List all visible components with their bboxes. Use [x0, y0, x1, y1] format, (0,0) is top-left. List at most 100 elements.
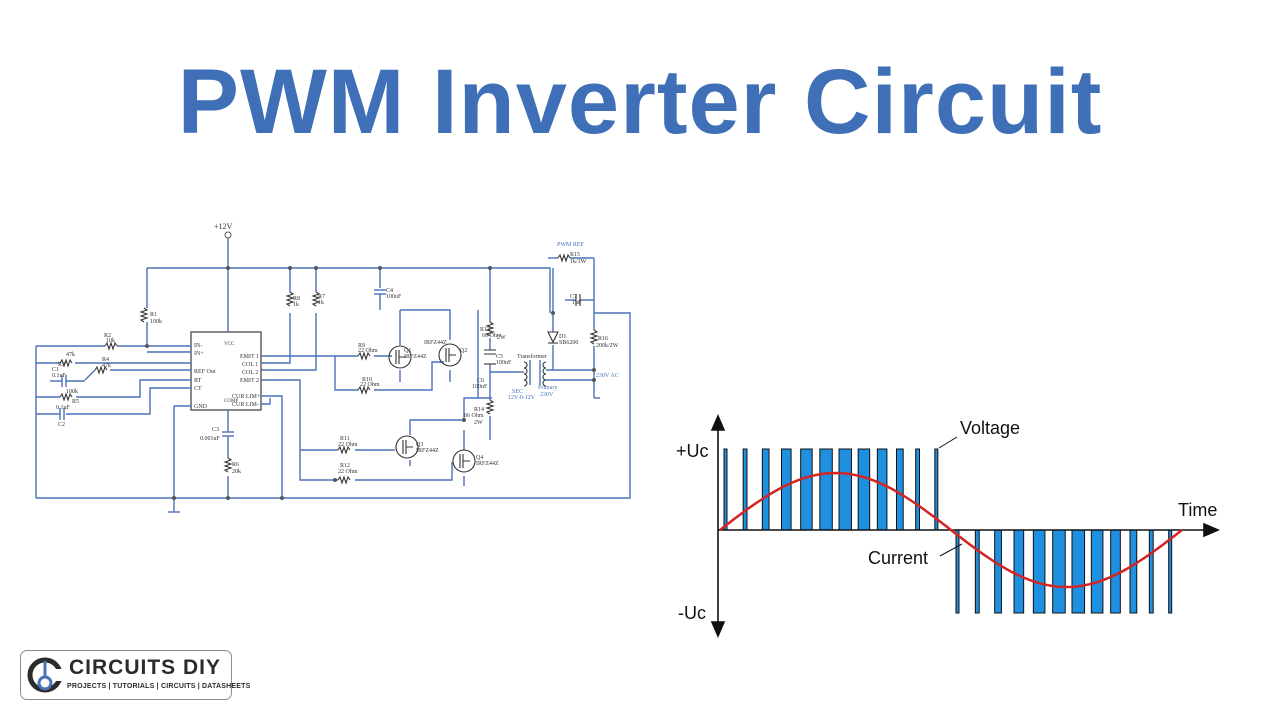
r5-label: R5	[72, 399, 79, 405]
current-sine-curve	[719, 471, 1183, 589]
c6-value: 100nF	[472, 384, 488, 390]
voltage-label: Voltage	[960, 418, 1020, 438]
c6-label: C6	[477, 378, 484, 384]
ic-pin-emit1: EMIT 1	[240, 354, 259, 360]
minus-uc-label: -Uc	[678, 603, 706, 623]
positive-pulse	[896, 448, 904, 531]
r4-label: R4	[102, 357, 109, 363]
c4-value: 100uF	[386, 294, 402, 300]
r13-value: 66 Ohm	[482, 333, 502, 339]
ic-pin-rt: RT	[194, 378, 202, 384]
ic-pin-col2: COL 2	[242, 370, 258, 376]
negative-pulse	[1110, 529, 1121, 614]
r6-label: R6	[232, 462, 239, 468]
c4-label: C4	[386, 288, 393, 294]
plus-uc-label: +Uc	[676, 441, 709, 461]
r3-label: R3	[58, 362, 65, 368]
negative-pulse	[994, 529, 1002, 614]
r2-label: R2	[104, 333, 111, 339]
negative-pulse	[1148, 529, 1154, 614]
ic-pin-in-minus: IN-	[194, 343, 202, 349]
r16-label: R16	[598, 336, 608, 342]
r13-label: R13	[480, 327, 490, 333]
ic-pin-col1: COL 1	[242, 362, 258, 368]
c3-label: C3	[212, 427, 219, 433]
circuit-logo-icon	[27, 657, 64, 693]
pwm-ref-label: PWM REF	[557, 242, 585, 248]
r4-value: 47k	[102, 363, 111, 369]
q4-label: Q4	[476, 455, 483, 461]
current-label: Current	[868, 548, 928, 568]
r11-value: 22 Ohm	[338, 442, 358, 448]
positive-pulse	[838, 448, 852, 531]
page-title: PWM Inverter Circuit	[177, 51, 1103, 153]
r9-value: 22 Ohm	[358, 348, 378, 354]
primary-value: 230V	[540, 392, 554, 398]
positive-pulse	[742, 448, 748, 531]
ic-pin-in-plus: IN+	[194, 351, 204, 357]
negative-pulse	[955, 529, 960, 614]
q2-label: Q2	[460, 348, 467, 354]
positive-pulse	[781, 448, 792, 531]
supply-label: +12V	[214, 222, 233, 231]
ic-pin-ref-out: REF Out	[194, 369, 216, 375]
c5-value: 100nF	[496, 360, 512, 366]
y-axis-arrow-down-icon	[710, 621, 726, 639]
logo-brand-text: CIRCUITS DIY	[69, 656, 222, 679]
positive-pulse	[800, 448, 813, 531]
ic-pin-emit2: EMIT 2	[240, 378, 259, 384]
r3-value: 47k	[66, 352, 75, 358]
ic-pin-comp: COMP	[224, 399, 238, 404]
negative-pulse	[974, 529, 980, 614]
r15-label: R15	[570, 252, 580, 258]
negative-pulse	[1052, 529, 1066, 614]
time-label: Time	[1178, 500, 1217, 520]
r12-value: 22 Ohm	[338, 469, 358, 475]
d1-value: SB6200	[559, 340, 578, 346]
logo-tagline: PROJECTS | TUTORIALS | CIRCUITS | DATASH…	[67, 683, 251, 690]
circuits-diy-logo[interactable]: CIRCUITS DIY PROJECTS | TUTORIALS | CIRC…	[20, 650, 250, 700]
r7-value: 1k	[318, 300, 324, 306]
ic-pin-cur-lim-plus: CUR LIM+	[232, 394, 261, 400]
c7-label: C7	[570, 294, 577, 300]
positive-pulse	[876, 448, 888, 531]
current-leader-line	[939, 543, 963, 557]
secondary-value: 12V-0-12V	[508, 395, 536, 401]
negative-pulse	[1168, 529, 1173, 614]
output-label: 230V AC	[596, 373, 619, 379]
positive-pulse	[819, 448, 833, 531]
ic-pin-vcc: VCC	[224, 342, 235, 347]
d1-label: D1	[559, 334, 566, 340]
q1-value: IRFZ44Z	[404, 354, 427, 360]
q3-label: Q3	[416, 442, 423, 448]
y-axis-arrow-up-icon	[710, 413, 726, 431]
r5-value: 100k	[66, 389, 78, 395]
positive-pulse	[857, 448, 871, 531]
c1-value: 0.1uF	[52, 373, 67, 379]
ic-pin-gnd: GND	[194, 404, 208, 410]
r2-value: 10k	[106, 338, 115, 344]
r1-label: R1	[150, 312, 157, 318]
voltage-pulses	[723, 448, 1173, 614]
r8-value: 1k	[293, 302, 299, 308]
negative-pulse	[1129, 529, 1138, 614]
c1-label: C1	[52, 367, 59, 373]
ic-pin-ct: CT	[194, 386, 202, 392]
positive-pulse	[761, 448, 770, 531]
r14-value: 66 Ohm	[464, 413, 484, 419]
r11-label: R11	[340, 436, 350, 442]
transformer-label: Transformer	[517, 353, 547, 360]
r14-power: 2W	[474, 420, 483, 426]
q2-value: IRFZ44Z	[424, 340, 447, 346]
negative-pulse	[1090, 529, 1104, 614]
r10-label: R10	[362, 377, 372, 383]
q3-value: IRFZ44Z	[416, 448, 439, 454]
r9-label: R9	[358, 343, 365, 349]
r15-value: 1k/1W	[570, 259, 587, 265]
secondary-label: SEC	[512, 389, 523, 395]
negative-pulse	[1032, 529, 1046, 614]
x-axis-arrow-icon	[1203, 522, 1221, 538]
r12-label: R12	[340, 463, 350, 469]
